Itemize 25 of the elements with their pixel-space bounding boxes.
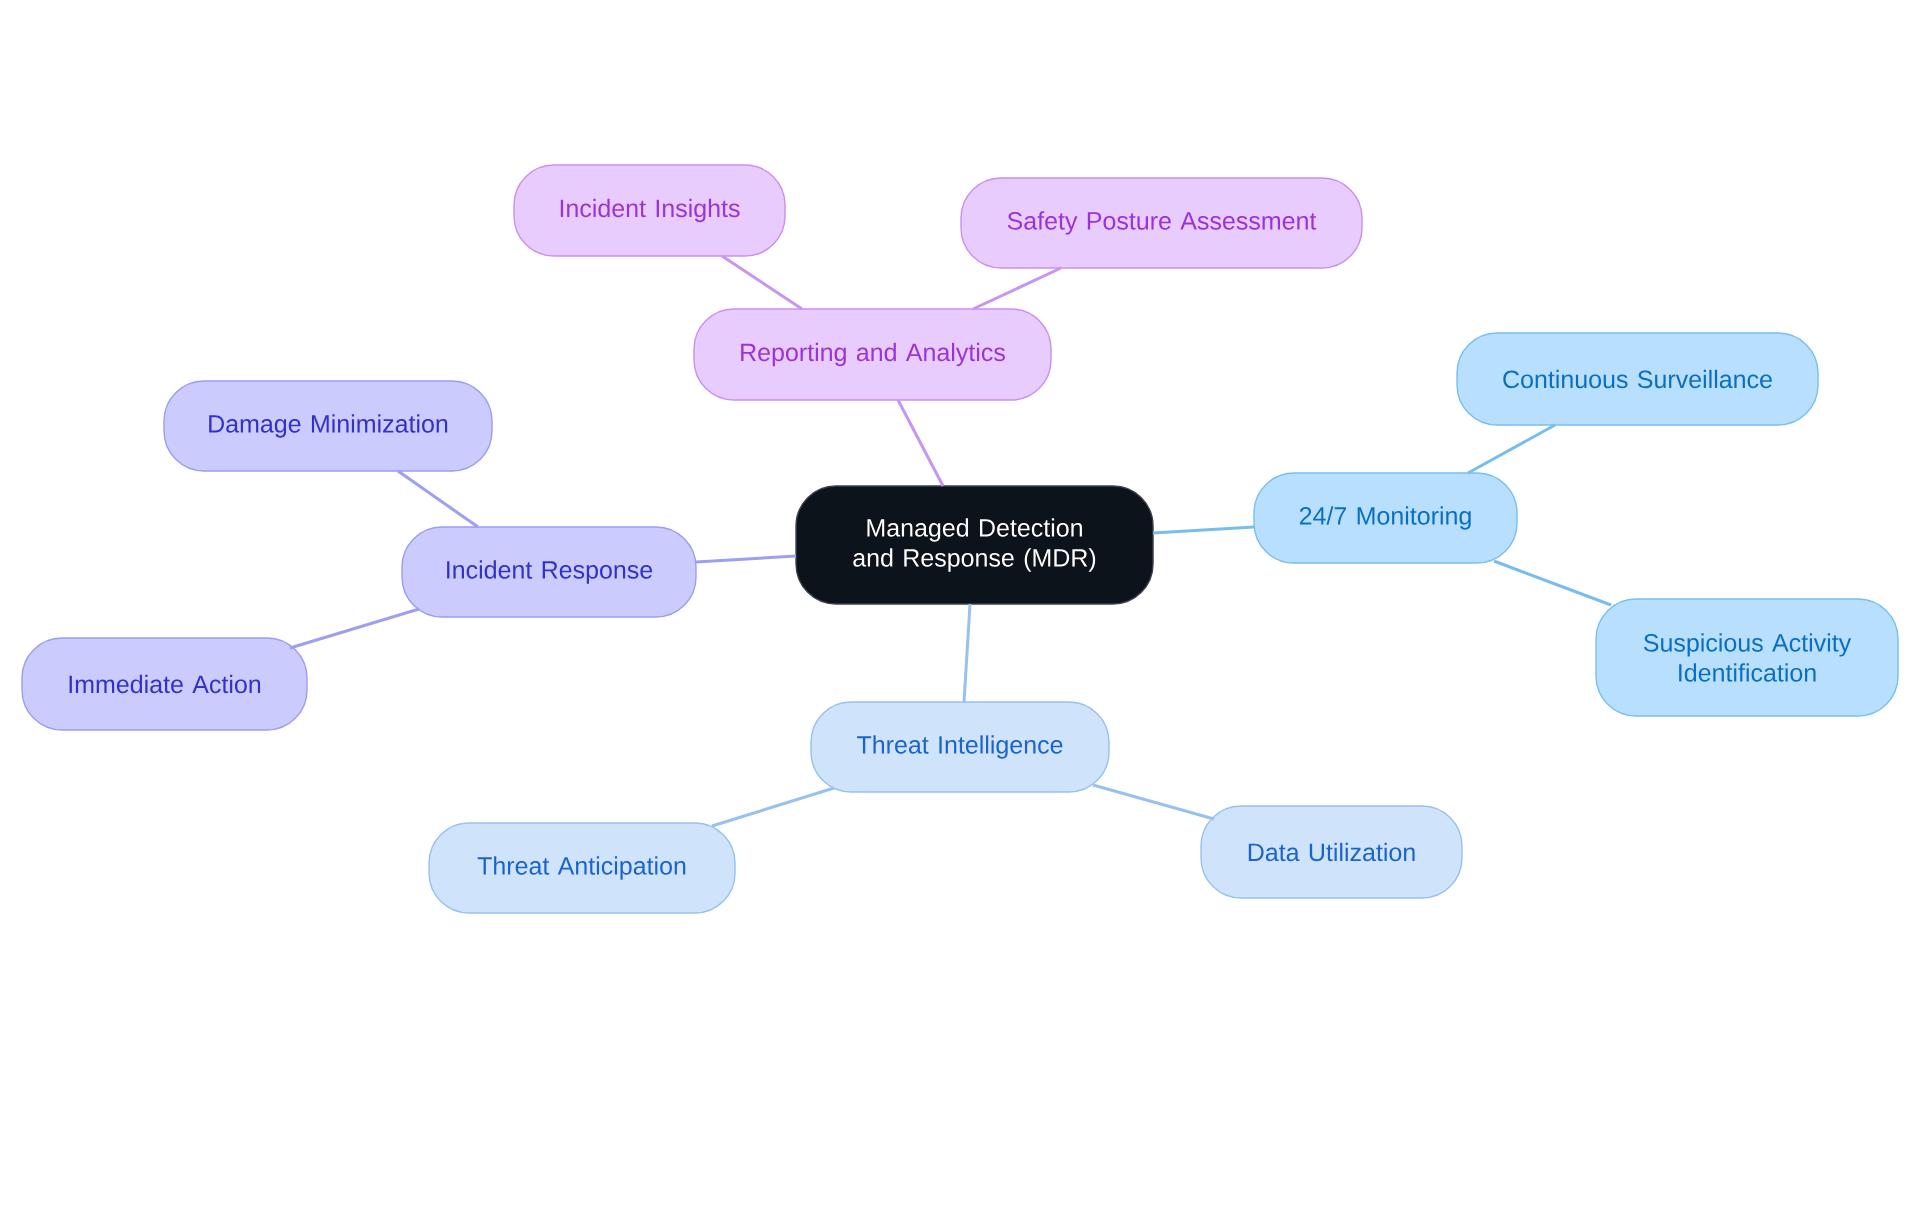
subtopic-box: Safety Posture Assessment [960, 177, 1363, 269]
subtopic-box: Continuous Surveillance [1456, 332, 1819, 426]
connector-line [695, 554, 797, 564]
connector-line [1493, 559, 1612, 607]
subtopic-box: Threat Anticipation [428, 822, 736, 914]
branch-box: 24/7 Monitoring [1253, 472, 1518, 564]
connector-line [397, 469, 479, 529]
subtopic-box: Incident Insights [513, 164, 786, 257]
connector-line [1152, 525, 1255, 535]
central-topic-box: Managed Detection and Response (MDR) [795, 485, 1154, 605]
connector-line [289, 607, 420, 650]
connector-line [1092, 783, 1215, 821]
connector-line [972, 266, 1062, 311]
connector-line [962, 603, 972, 703]
connector-line [1467, 423, 1556, 475]
connector-line [721, 254, 803, 311]
subtopic-box: Immediate Action [21, 637, 308, 731]
branch-box: Reporting and Analytics [693, 308, 1052, 401]
subtopic-box: Damage Minimization [163, 380, 493, 472]
branch-box: Threat Intelligence [810, 701, 1110, 793]
subtopic-box: Data Utilization [1200, 805, 1463, 899]
connector-line [896, 399, 945, 487]
branch-box: Incident Response [401, 526, 697, 618]
subtopic-box: Suspicious Activity Identification [1595, 598, 1899, 717]
connector-line [711, 786, 835, 828]
